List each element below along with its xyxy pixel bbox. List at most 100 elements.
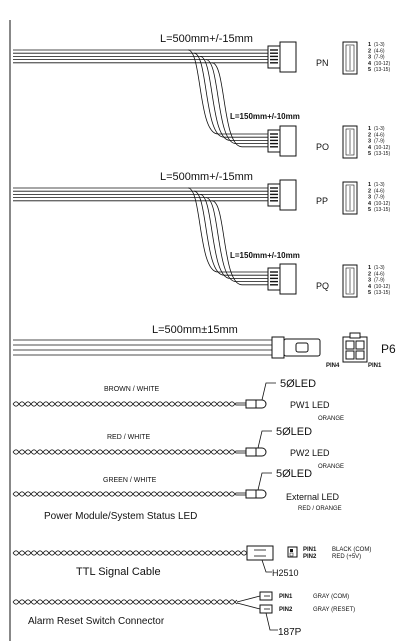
led-dome <box>255 399 267 409</box>
sata-daisy-wire <box>193 52 268 138</box>
led-twisted-wire <box>12 491 237 497</box>
led-body <box>245 447 257 457</box>
pin-range: (1-3) <box>374 182 385 188</box>
pin-range: (4-6) <box>374 271 385 277</box>
p6-face <box>342 332 368 363</box>
p6-name: P6 <box>381 342 396 356</box>
pin-number: 2 <box>368 132 371 138</box>
sata-daisy-wire <box>205 59 268 144</box>
pin-number: 3 <box>368 55 371 61</box>
alarm-wire-strand <box>12 599 238 605</box>
pin-number: 3 <box>368 139 371 145</box>
sata-group-2 <box>13 179 297 295</box>
pin-number: 5 <box>368 290 371 296</box>
led-body <box>245 489 257 499</box>
p6-pin4-label: PIN4 <box>326 363 340 369</box>
ttl-pin1: PIN1 <box>303 547 317 553</box>
ttl-title: TTL Signal Cable <box>76 566 161 578</box>
pin-range: (13-15) <box>374 290 390 296</box>
led-twisted-wire <box>12 449 237 455</box>
pin-range: (1-3) <box>374 126 385 132</box>
sata2-length-short: L=150mm+/-10mm <box>230 251 300 260</box>
connector-label-pq: PQ <box>316 281 329 291</box>
pin-number: 3 <box>368 278 371 284</box>
ttl-wire-strand <box>12 550 248 556</box>
pin-range: (1-3) <box>374 265 385 271</box>
pin-range: (7-9) <box>374 278 385 284</box>
ttl-twisted-wire <box>12 550 248 556</box>
pin-number: 4 <box>368 284 372 290</box>
led2-color: ORANGE <box>318 464 344 470</box>
led2-name: PW2 LED <box>290 448 330 458</box>
alarm-pin2-desc: GRAY (RESET) <box>313 607 355 613</box>
pin-range: (4-6) <box>374 48 385 54</box>
p6-pin1-label: PIN1 <box>368 363 382 369</box>
connector-label-po: PO <box>316 142 329 152</box>
sata2-length-long: L=500mm+/-15mm <box>160 171 253 183</box>
pin-range: (7-9) <box>374 195 385 201</box>
sata-group-1 <box>13 41 297 157</box>
pin-number: 1 <box>368 42 371 48</box>
pin-number: 4 <box>368 145 372 151</box>
alarm-connector-name: 187P <box>278 627 302 638</box>
led-twisted-wire <box>12 449 237 455</box>
led3-name: External LED <box>286 492 340 502</box>
p6-plug <box>271 336 321 359</box>
led1-type: 5ØLED <box>280 378 316 390</box>
alarm-wire-strand <box>12 599 238 605</box>
ttl-pin2-desc: RED (+5V) <box>332 554 361 560</box>
led-dome <box>255 489 267 499</box>
led-twisted-wire <box>12 401 237 407</box>
led-leader-line <box>257 472 272 491</box>
pin-list-pq: 1(1-3)2(4-6)3(7-9)4(10-12)5(13-15) <box>342 264 390 298</box>
ttl-leader-line <box>261 559 272 573</box>
p6-length: L=500mm±15mm <box>152 324 238 336</box>
pin-range: (7-9) <box>374 55 385 61</box>
pin-range: (10-12) <box>374 145 390 151</box>
p6-cable <box>13 339 272 356</box>
led2-type: 5ØLED <box>276 426 312 438</box>
led3-color: RED / ORANGE <box>298 506 342 512</box>
sata-plug-body <box>279 41 297 73</box>
pin-number: 4 <box>368 61 372 67</box>
led1-color: ORANGE <box>318 416 344 422</box>
pin-number: 2 <box>368 48 371 54</box>
pin-range: (13-15) <box>374 151 390 157</box>
alarm-title: Alarm Reset Switch Connector <box>28 616 165 627</box>
pin-range: (4-6) <box>374 188 385 194</box>
led2-wire-color: RED / WHITE <box>107 434 150 441</box>
led3-type: 5ØLED <box>276 468 312 480</box>
pin-number: 2 <box>368 271 371 277</box>
pin-range: (10-12) <box>374 61 390 67</box>
pin-number: 5 <box>368 67 371 73</box>
led1-name: PW1 LED <box>290 400 330 410</box>
alarm-pin1-desc: GRAY (COM) <box>313 594 349 600</box>
sata-plug-body <box>279 125 297 157</box>
led-leader-line <box>261 382 276 401</box>
connector-label-pn: PN <box>316 58 329 68</box>
pin-range: (10-12) <box>374 284 390 290</box>
led-section-title: Power Module/System Status LED <box>44 511 197 522</box>
pin-range: (13-15) <box>374 207 390 213</box>
pin-number: 5 <box>368 151 371 157</box>
pin-range: (7-9) <box>374 139 385 145</box>
pin-range: (13-15) <box>374 67 390 73</box>
pin-list-po: 1(1-3)2(4-6)3(7-9)4(10-12)5(13-15) <box>342 125 390 159</box>
ttl-wire-strand <box>12 550 248 556</box>
pin-list-pn: 1(1-3)2(4-6)3(7-9)4(10-12)5(13-15) <box>342 41 390 75</box>
led-leader-line <box>257 430 272 449</box>
sata1-length-short: L=150mm+/-10mm <box>230 112 300 121</box>
alarm-leader-line <box>265 612 278 631</box>
pin-number: 1 <box>368 265 371 271</box>
alarm-pin2: PIN2 <box>279 607 293 613</box>
connector-label-pp: PP <box>316 196 328 206</box>
ttl-pin2: PIN2 <box>303 554 317 560</box>
led-dome <box>255 447 267 457</box>
pin-number: 3 <box>368 195 371 201</box>
alarm-pin1: PIN1 <box>279 594 293 600</box>
pin-number: 1 <box>368 126 371 132</box>
ttl-connector <box>246 545 298 561</box>
led3-wire-color: GREEN / WHITE <box>103 477 157 484</box>
sata-plug-body <box>279 179 297 211</box>
ttl-pin1-desc: BLACK (COM) <box>332 547 371 553</box>
